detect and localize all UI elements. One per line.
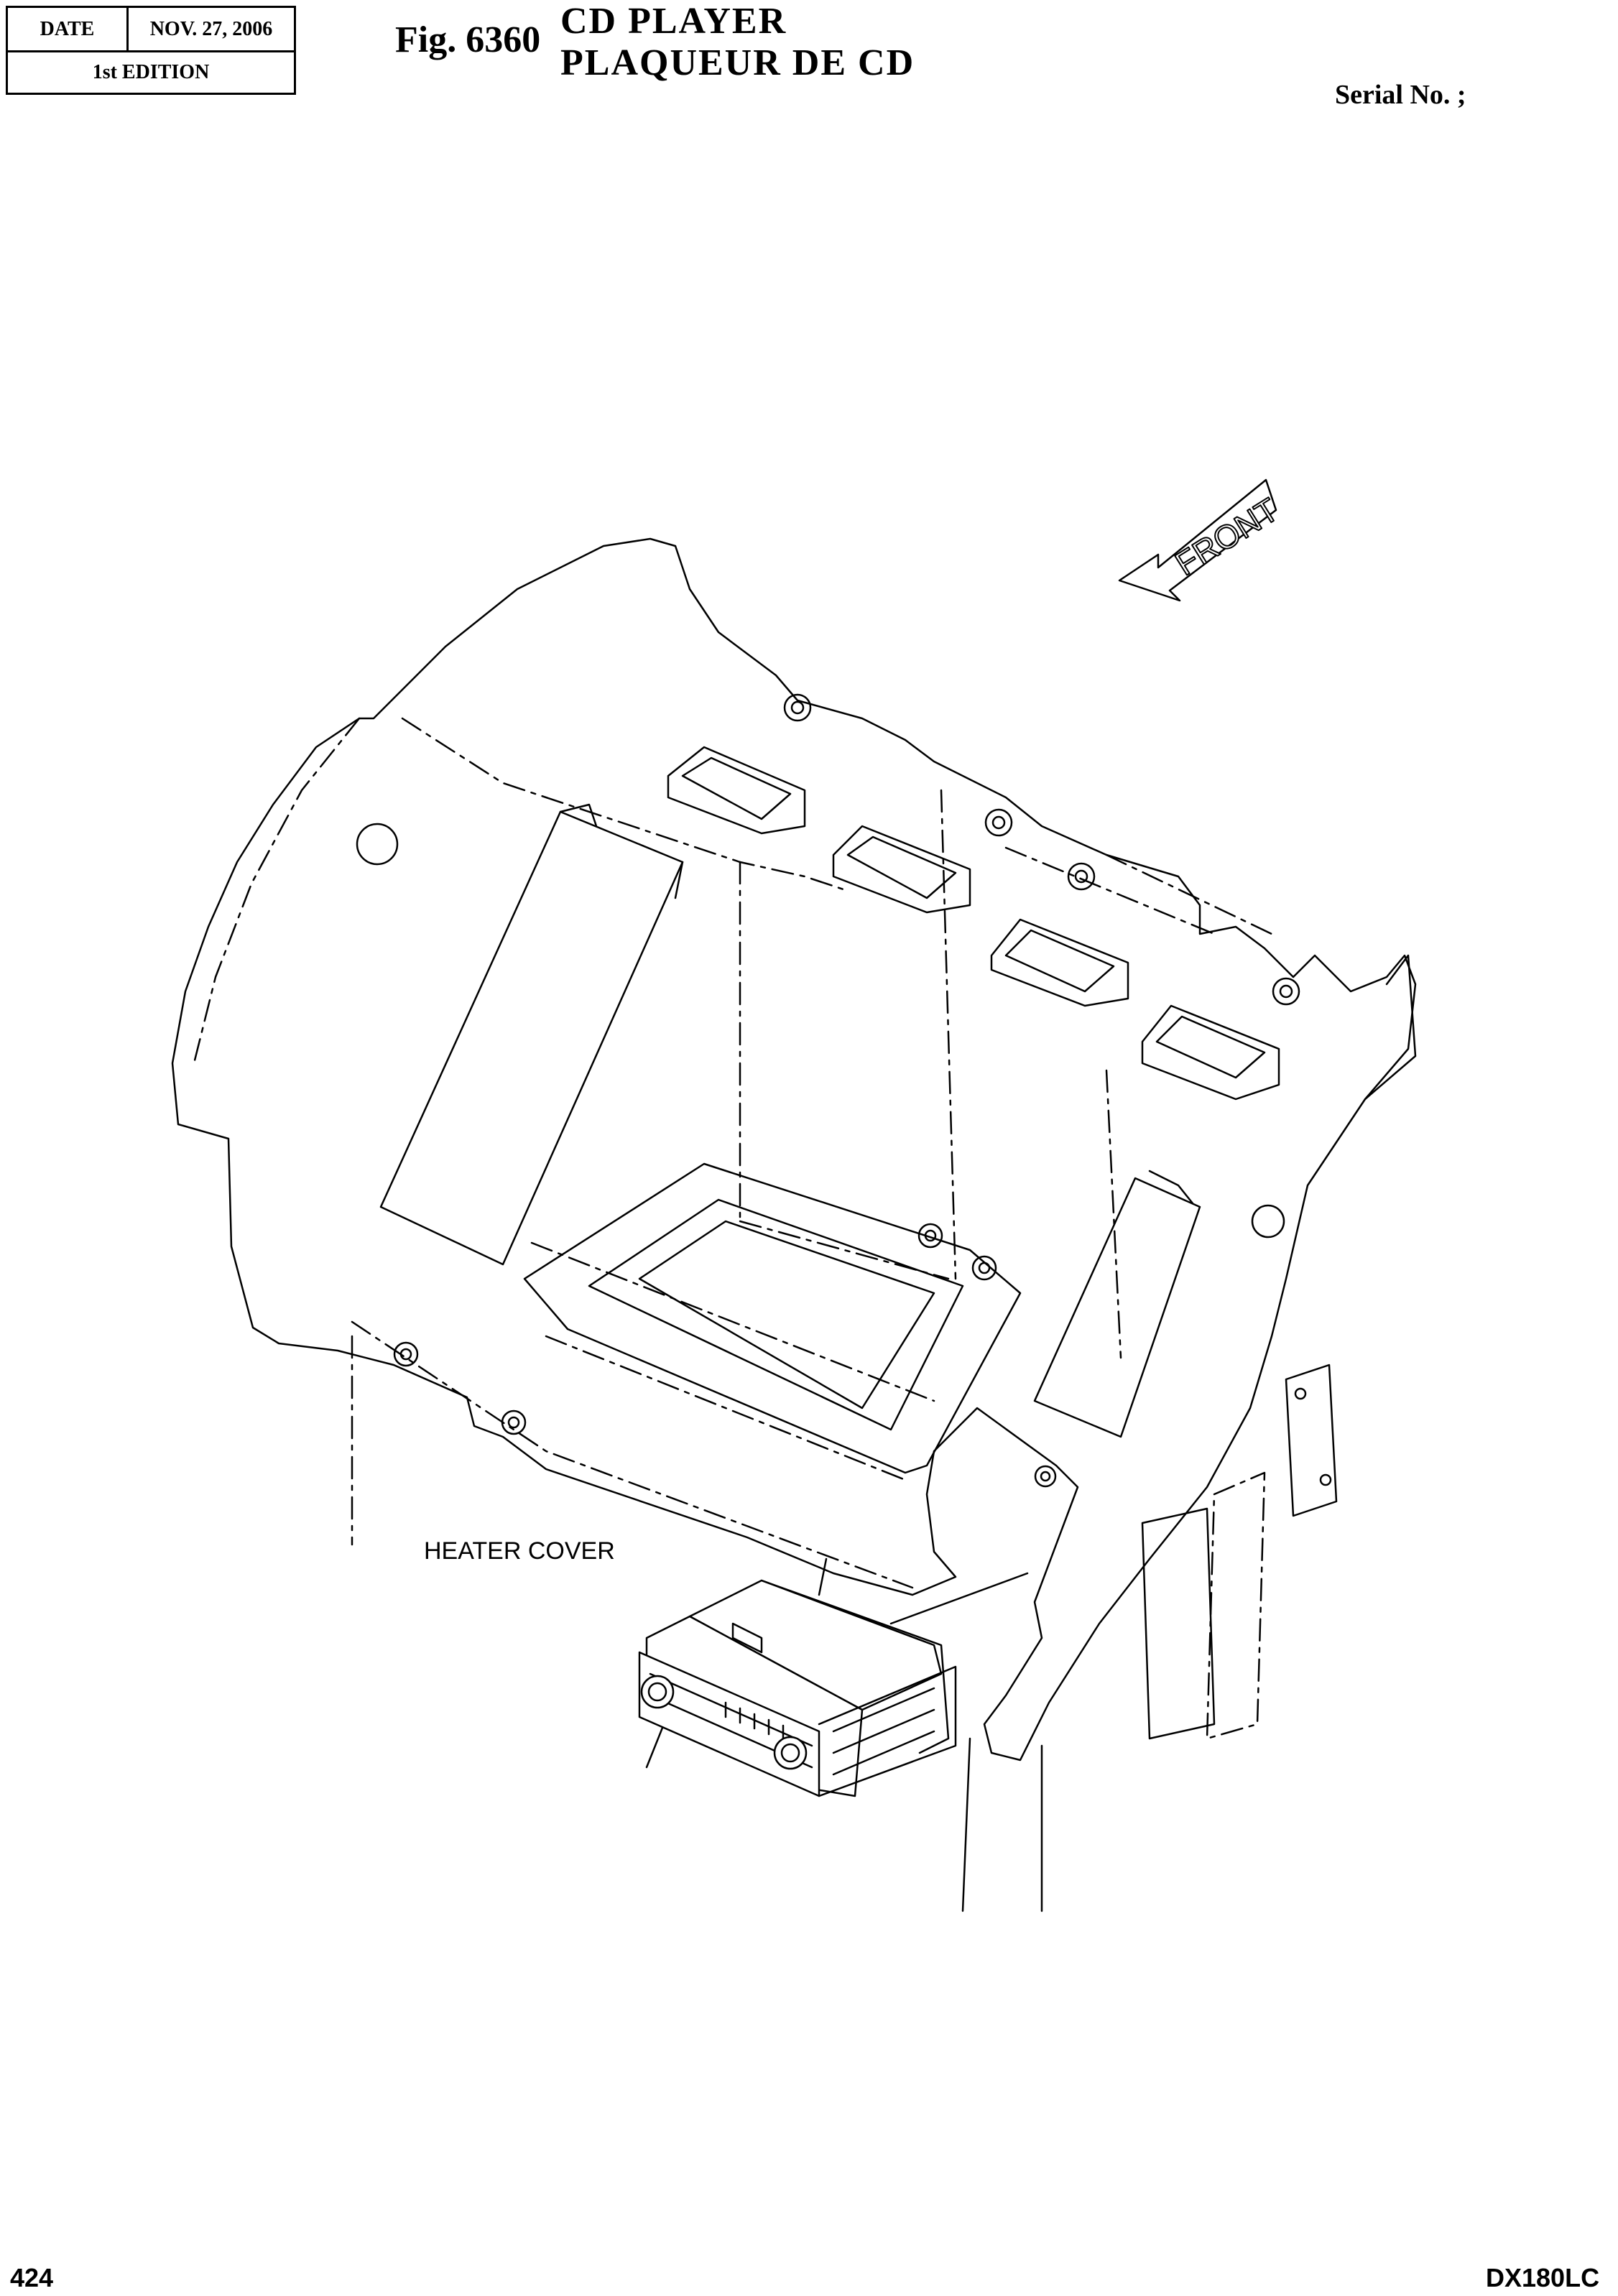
heater-cover-panel (171, 537, 1417, 1762)
vent-grille (667, 746, 806, 835)
date-edition-box: DATE NOV. 27, 2006 1st EDITION (6, 6, 296, 95)
heater-cover-callout: HEATER COVER (424, 1537, 615, 1565)
screw (917, 1223, 943, 1249)
front-arrow-label: FRONT (1169, 491, 1285, 583)
tuning-knob-icon (773, 1736, 808, 1770)
cd-player-unit (638, 1579, 957, 1797)
title-french: PLAQUEUR DE CD (560, 42, 915, 83)
mounting-hole (356, 823, 399, 866)
title-english: CD PLAYER (560, 1, 787, 42)
screw (1034, 1465, 1057, 1488)
front-arrow-icon: FRONT (1118, 478, 1285, 602)
screw (501, 1409, 527, 1435)
edition-label: 1st EDITION (92, 61, 210, 83)
volume-knob-icon (640, 1675, 675, 1709)
screw (971, 1255, 997, 1281)
page-number: 424 (10, 2263, 54, 2292)
vent-grille (832, 825, 971, 914)
serial-number-label: Serial No. ; (1335, 80, 1466, 110)
leader-line (889, 1572, 1029, 1625)
date-label: DATE (8, 8, 129, 50)
screw (1272, 977, 1300, 1006)
screw (984, 808, 1013, 837)
side-bracket (1141, 954, 1417, 1740)
vent-grille (1141, 1004, 1280, 1101)
figure-number: Fig. 6360 (395, 19, 541, 60)
model-number: DX180LC (1486, 2263, 1600, 2292)
vent-grille (990, 918, 1129, 1007)
leader-line (818, 1557, 828, 1596)
screw (1067, 862, 1096, 891)
screw (393, 1341, 419, 1367)
leader-line (961, 1737, 971, 1912)
mounting-hole (1251, 1204, 1285, 1239)
screw (783, 693, 812, 722)
date-value: NOV. 27, 2006 (149, 17, 273, 40)
date-row: DATE NOV. 27, 2006 (8, 8, 294, 52)
